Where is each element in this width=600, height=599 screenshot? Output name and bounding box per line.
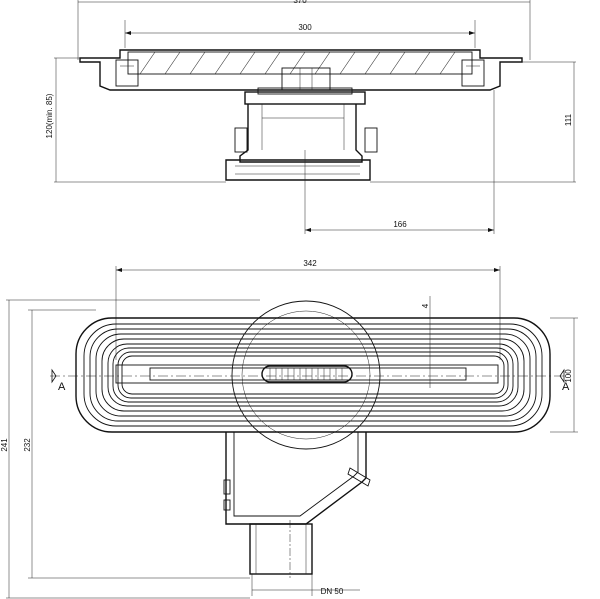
dim-top-overall: 370 [293, 0, 307, 5]
dim-inner-height: 232 [23, 438, 32, 452]
section-mark-right: A [562, 381, 570, 393]
tray-outline [79, 49, 523, 91]
plan-view: 342 [0, 259, 578, 599]
outlet-pipe [249, 523, 313, 575]
section-mark-left: A [58, 381, 66, 393]
section-view: 370 300 [45, 0, 576, 234]
dim-right-height: 111 [564, 113, 573, 126]
dim-plan-length: 342 [303, 259, 317, 268]
dim-plan-width: 100 [564, 369, 573, 383]
trap-outlet [225, 159, 371, 181]
grate-slot [115, 364, 499, 384]
dim-overall-height: 241 [0, 438, 9, 452]
dim-grate-length: 300 [298, 23, 312, 32]
grate-hatching [139, 51, 456, 75]
trap-body [239, 104, 363, 163]
drain-grate [261, 365, 353, 383]
tray-rings [75, 317, 551, 433]
outlet-housing [225, 432, 367, 525]
trap-circle [231, 300, 381, 450]
dim-plan-gap: 4 [421, 303, 430, 308]
drain-grate-bars [269, 368, 343, 380]
trap-top [244, 91, 366, 105]
dim-left-height: 120(min. 85) [45, 93, 54, 138]
dim-outlet: DN 50 [321, 587, 344, 596]
dim-offset: 166 [393, 220, 407, 229]
